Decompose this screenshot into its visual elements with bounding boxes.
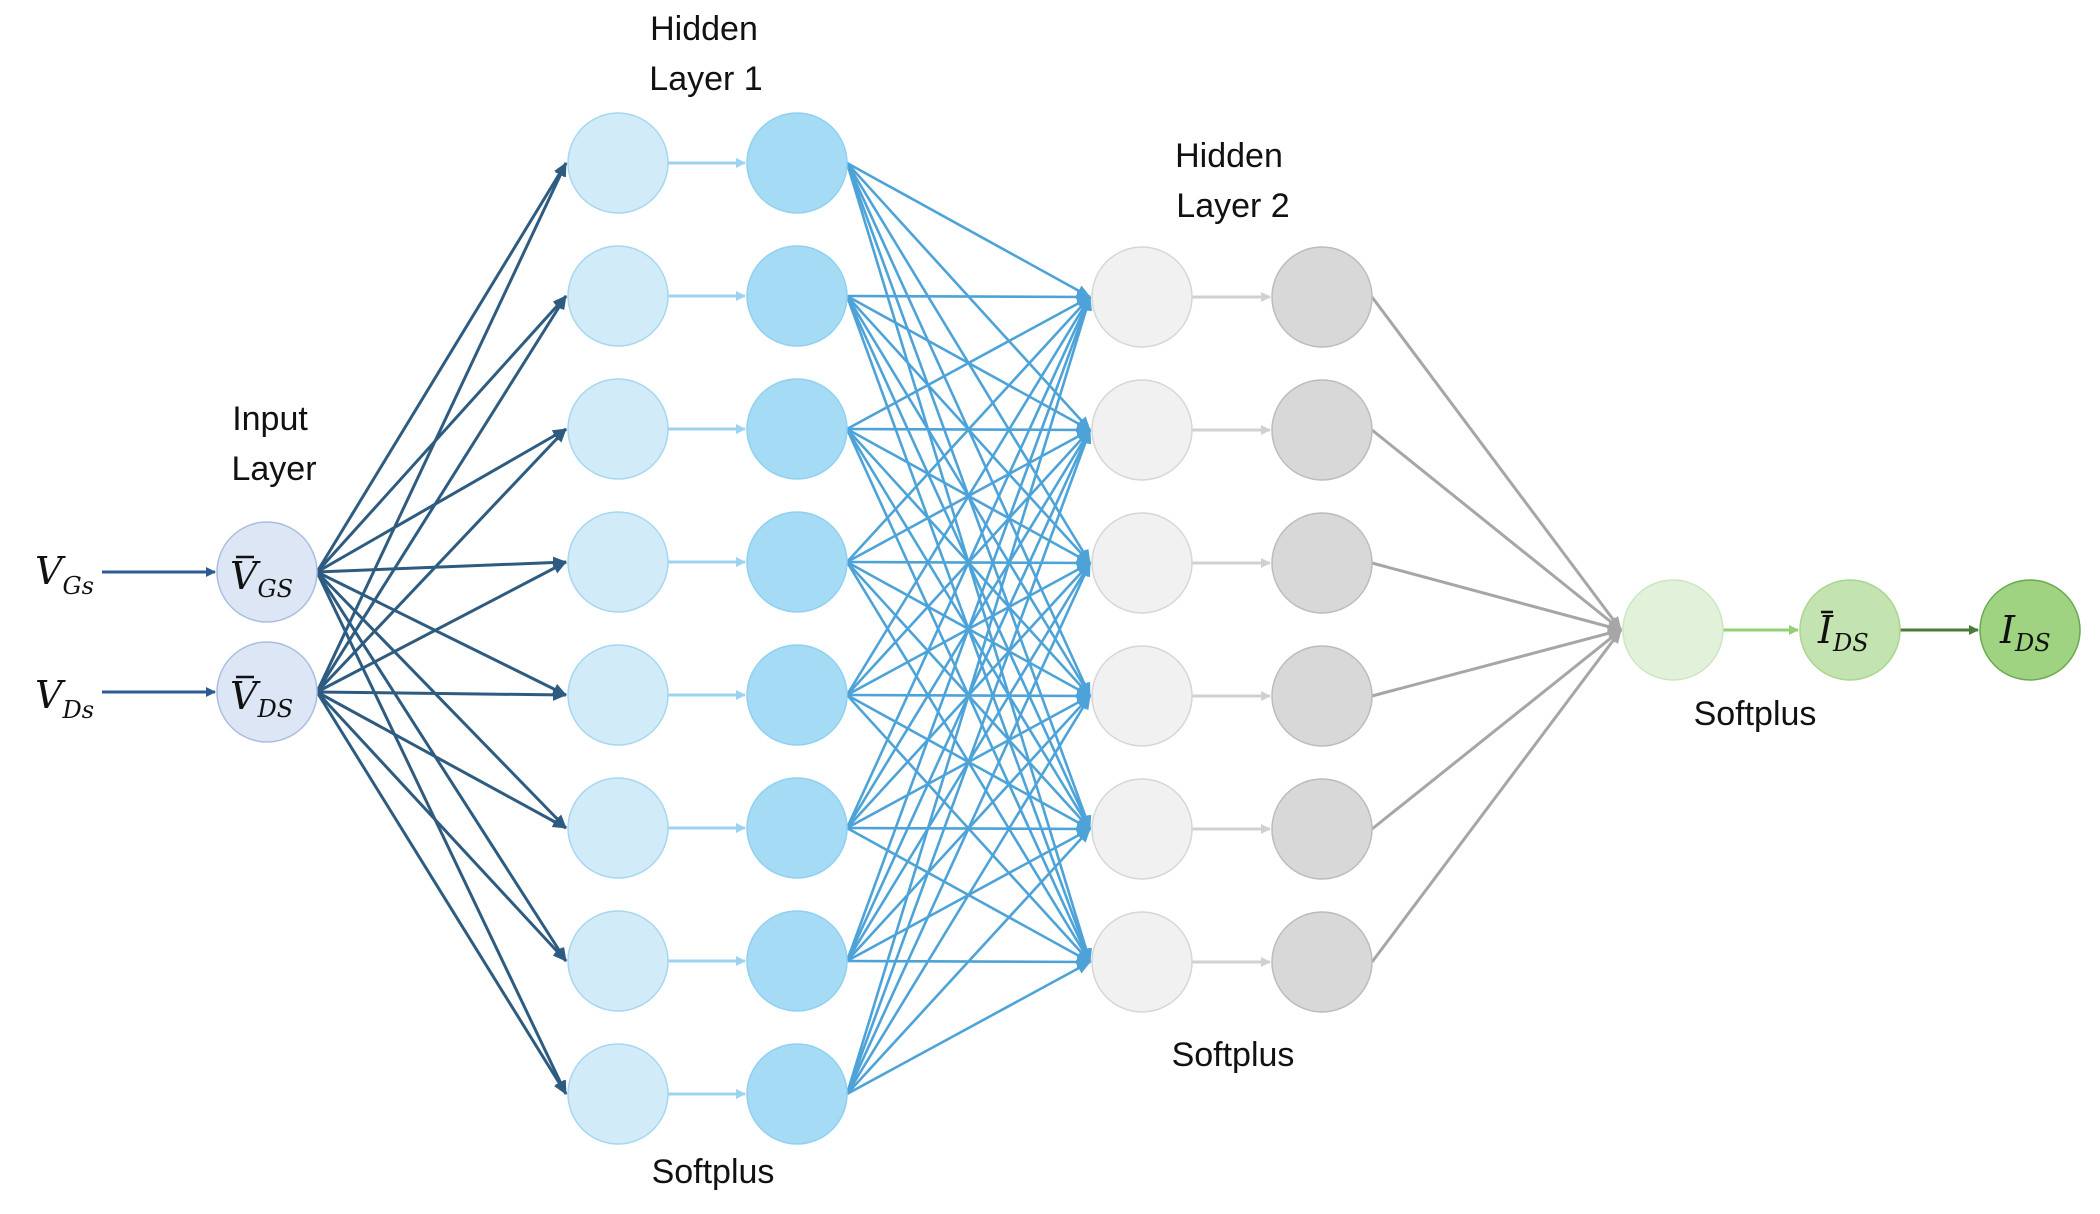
input-node-0 <box>216 521 318 623</box>
hidden2-node-0 <box>1091 246 1193 348</box>
hidden2-activated-node-3 <box>1271 645 1373 747</box>
connection-edges <box>102 158 1979 1099</box>
hidden1-node-1 <box>567 245 669 347</box>
hidden2-activated-node-4 <box>1271 778 1373 880</box>
edge-in0-h1-2 <box>316 427 567 574</box>
hidden2-node-3 <box>1091 645 1193 747</box>
hidden2-node-4 <box>1091 778 1193 880</box>
input-layer-title-line1: Input <box>232 400 308 438</box>
hidden-layer-2-activation-label: Softplus <box>1172 1036 1295 1074</box>
edge-in1-h1-5 <box>316 690 567 830</box>
hidden1-node-2 <box>567 378 669 480</box>
edge-h2-2-out <box>1371 561 1622 633</box>
hidden1-node-0 <box>567 112 669 214</box>
hidden1-node-6 <box>567 910 669 1012</box>
edge-h1-1-h2-0 <box>846 290 1091 303</box>
hidden1-node-4 <box>567 644 669 746</box>
neuron-nodes <box>216 112 2081 1145</box>
output-final-node <box>1979 579 2081 681</box>
edge-h2-4-out <box>1371 628 1622 831</box>
edge-in1-h1-2 <box>315 427 568 694</box>
svg-text:VDS: VDS <box>230 674 293 723</box>
hidden1-activated-node-3 <box>746 511 848 613</box>
hidden-layer-1-title-line1: Hidden <box>650 10 758 48</box>
hidden2-activated-node-5 <box>1271 911 1373 1013</box>
hidden1-activated-node-4 <box>746 644 848 746</box>
edge-in1-h1-3 <box>316 560 567 694</box>
hidden-layer-2-title-line2: Layer 2 <box>1176 187 1289 225</box>
hidden1-node-3 <box>567 511 669 613</box>
svg-text:VGS: VGS <box>230 554 293 603</box>
edge-h1-7-h2-1 <box>845 429 1092 1095</box>
output-normalized-node <box>1799 579 1901 681</box>
hidden-layer-1-title-line2: Layer 1 <box>649 60 762 98</box>
normalized-ids-label: IDS <box>1817 608 1869 657</box>
hidden1-activated-node-6 <box>746 910 848 1012</box>
hidden1-activated-node-5 <box>746 777 848 879</box>
hidden1-activated-node-2 <box>746 378 848 480</box>
edge-h1-7-h2-0 <box>845 296 1092 1095</box>
hidden2-node-2 <box>1091 512 1193 614</box>
edge-h1-7-h2-2 <box>845 562 1092 1095</box>
edge-h1-0-h2-0 <box>846 161 1091 299</box>
input-label-vds: VDs <box>35 673 94 724</box>
hidden-layer-2-title-line1: Hidden <box>1175 137 1283 175</box>
hidden1-activated-node-7 <box>746 1043 848 1145</box>
input-label-vgs: VGs <box>35 549 94 600</box>
hidden1-node-5 <box>567 777 669 879</box>
edge-h1-5-h2-0 <box>845 296 1092 829</box>
edge-h2-1-out <box>1371 428 1622 632</box>
edge-in1-h1-0 <box>315 162 568 693</box>
output-node <box>1622 579 1724 681</box>
edge-h2-3-out <box>1371 627 1622 698</box>
hidden2-activated-node-1 <box>1271 379 1373 481</box>
edge-in1-h1-4 <box>316 688 567 701</box>
edge-in1-h1-6 <box>315 690 568 963</box>
edge-h2-5-out <box>1370 629 1623 963</box>
hidden2-activated-node-2 <box>1271 512 1373 614</box>
hidden1-activated-node-1 <box>746 245 848 347</box>
output-ids-label: IDS <box>1999 608 2051 657</box>
hidden2-node-5 <box>1091 911 1193 1013</box>
edge-in1-h1-1 <box>315 295 568 693</box>
hidden-layer-1-activation-label: Softplus <box>652 1153 775 1191</box>
edge-h1-6-h2-0 <box>845 296 1092 962</box>
hidden1-node-7 <box>567 1043 669 1145</box>
svg-text:IDS: IDS <box>1999 608 2051 657</box>
input-node-1 <box>216 641 318 743</box>
edge-h1-7-h2-4 <box>846 828 1091 1095</box>
edge-in1-h1-7 <box>315 691 568 1095</box>
edge-in0-h1-4 <box>316 570 567 697</box>
edge-in0-h1-5 <box>315 570 568 830</box>
edge-h1-4-h2-0 <box>845 296 1092 696</box>
normalized-vgs-label: VGS <box>230 554 293 603</box>
edge-h1-7-h2-5 <box>846 960 1091 1096</box>
input-layer-title-line2: Layer <box>231 450 316 488</box>
hidden2-node-1 <box>1091 379 1193 481</box>
edge-h2-0-out <box>1370 296 1623 631</box>
edge-in0-h1-3 <box>316 556 567 574</box>
edge-in0-h1-0 <box>315 162 568 573</box>
normalized-vds-label: VDS <box>230 674 293 723</box>
svg-text:IDS: IDS <box>1817 608 1869 657</box>
edge-h1-7-h2-3 <box>845 695 1092 1095</box>
hidden1-activated-node-0 <box>746 112 848 214</box>
output-layer-activation-label: Softplus <box>1694 695 1817 733</box>
edge-in0-h1-6 <box>315 571 568 962</box>
edge-h1-2-h2-0 <box>846 295 1091 431</box>
edge-h1-3-h2-0 <box>846 296 1091 563</box>
hidden2-activated-node-0 <box>1271 246 1373 348</box>
edge-in0-h1-7 <box>315 571 568 1095</box>
edge-in0-h1-1 <box>315 294 568 574</box>
